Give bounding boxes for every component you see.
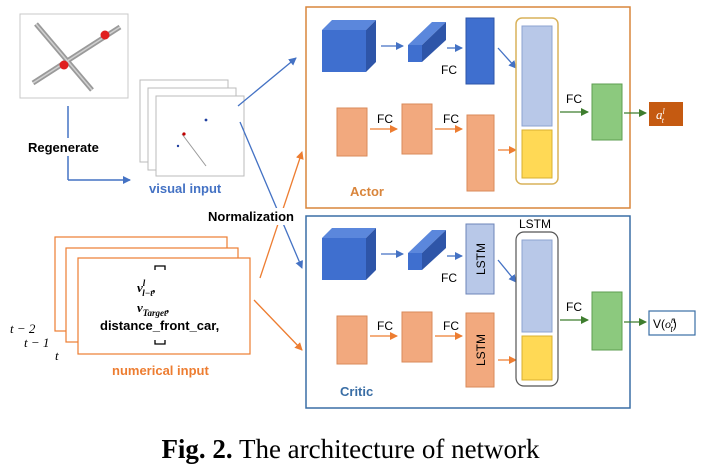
critic-lstm-visual xyxy=(465,223,495,295)
actor-concat-numeric-features xyxy=(521,129,553,179)
critic-output-fc xyxy=(591,291,623,351)
actor-title: Actor xyxy=(350,184,384,199)
critic-concat-visual-features xyxy=(521,239,553,333)
critic-lstm-label-visual: LSTM xyxy=(474,243,488,275)
critic-conv-cube-small xyxy=(408,230,446,270)
actor-fc-layer-visual xyxy=(465,17,495,85)
critic-title: Critic xyxy=(340,384,373,399)
actor-fc-label-4: FC xyxy=(566,92,582,106)
numerical-item-distance: distance_front_car, xyxy=(100,318,219,333)
critic-concat-numeric-features xyxy=(521,335,553,381)
critic-output-value xyxy=(648,310,696,336)
actor-conv-cube-small xyxy=(408,22,446,62)
actor-output-action xyxy=(649,102,683,126)
actor-fc-label-1: FC xyxy=(441,63,457,77)
figure-number: Fig. 2. xyxy=(161,434,233,464)
time-label-t-minus-1: t − 1 xyxy=(24,335,49,350)
time-label-t-minus-2: t − 2 xyxy=(10,321,36,336)
numerical-input-stack xyxy=(54,236,251,355)
visual-input-label: visual input xyxy=(149,181,222,196)
actor-fc-layer-numeric-2 xyxy=(466,114,495,192)
vehicle-dot xyxy=(59,60,69,70)
critic-fc-label-2: FC xyxy=(377,319,393,333)
visual-to-actor-arrow xyxy=(237,57,297,107)
actor-fc-label-2: FC xyxy=(377,112,393,126)
critic-numeric-input-box xyxy=(336,315,368,365)
road-map-image xyxy=(19,13,129,99)
regenerate-label: Regenerate xyxy=(28,140,99,155)
critic-lstm-numeric xyxy=(465,312,495,388)
time-label-t: t xyxy=(55,348,59,363)
figure-caption: Fig. 2. The architecture of network xyxy=(0,434,701,465)
actor-numeric-input-box xyxy=(336,107,368,157)
vehicle-dot xyxy=(100,30,110,40)
actor-conv-cube xyxy=(322,20,376,72)
numeric-to-critic-arrow xyxy=(253,299,303,351)
actor-concat-visual-features xyxy=(521,25,553,127)
figure-title: The architecture of network xyxy=(232,434,540,464)
visual-to-critic-arrow xyxy=(239,121,303,269)
critic-fc-layer-numeric xyxy=(401,311,433,363)
actor-fc-label-3: FC xyxy=(443,112,459,126)
critic-fc-label-1: FC xyxy=(441,271,457,285)
critic-conv-cube xyxy=(322,228,376,280)
actor-fc-layer-numeric-1 xyxy=(401,103,433,155)
visual-input-stack xyxy=(139,79,245,177)
numerical-input-label: numerical input xyxy=(112,363,209,378)
normalization-label: Normalization xyxy=(208,209,294,224)
critic-fc-label-4: FC xyxy=(566,300,582,314)
actor-output-fc xyxy=(591,83,623,141)
critic-lstm-label-numeric: LSTM xyxy=(474,334,488,366)
critic-lstm-top-label: LSTM xyxy=(519,217,551,231)
critic-fc-label-3: FC xyxy=(443,319,459,333)
